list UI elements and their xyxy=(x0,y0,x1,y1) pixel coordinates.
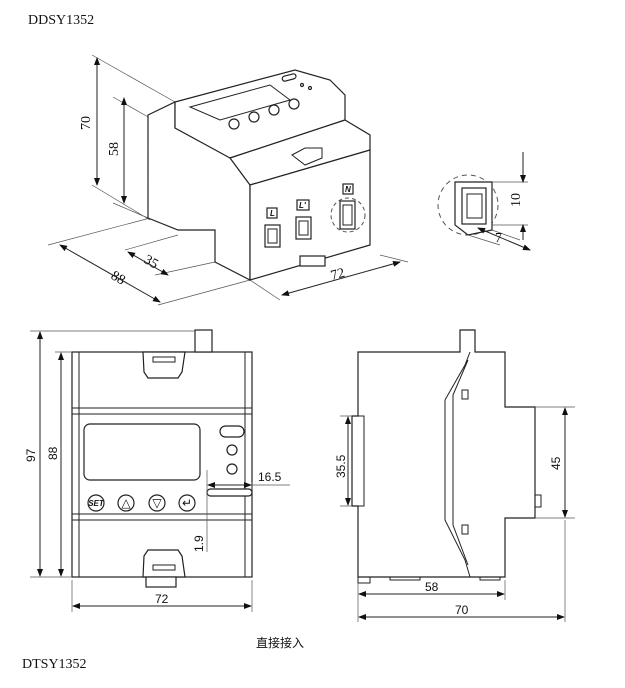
dim-10: 10 xyxy=(509,193,524,207)
caption-direct-connection: 直接接入 xyxy=(256,635,304,650)
svg-text:↵: ↵ xyxy=(182,496,192,510)
lcd-display xyxy=(83,423,201,481)
dim-88-front: 88 xyxy=(46,446,60,460)
terminal-L-prime: L' xyxy=(295,199,312,240)
top-model-title: DDSY1352 xyxy=(28,13,94,28)
dim-16-5: 16.5 xyxy=(258,470,282,484)
svg-text:▽: ▽ xyxy=(152,496,162,510)
dim-70: 70 xyxy=(79,116,94,130)
dim-45: 45 xyxy=(549,456,563,470)
bottom-model-title: DTSY1352 xyxy=(22,657,87,672)
svg-text:N: N xyxy=(345,185,351,194)
front-view: SET △ ▽ ↵ 97 88 72 16.5 1.9 xyxy=(24,329,290,612)
svg-text:L: L xyxy=(270,209,275,218)
terminal-detail: 10 7 xyxy=(437,152,531,251)
terminal-N: N xyxy=(330,183,366,233)
set-button: SET xyxy=(87,494,105,512)
dim-72-iso: 72 xyxy=(329,266,346,284)
down-button: ▽ xyxy=(148,494,166,512)
dim-97: 97 xyxy=(24,448,38,462)
dim-58: 58 xyxy=(107,142,122,156)
sealing-slot xyxy=(206,488,253,497)
indicator-window xyxy=(219,425,245,438)
up-button: △ xyxy=(117,494,135,512)
dim-1-9: 1.9 xyxy=(192,535,206,552)
dim-7: 7 xyxy=(495,231,502,246)
enter-button: ↵ xyxy=(178,494,196,512)
svg-text:L': L' xyxy=(299,201,307,210)
svg-text:△: △ xyxy=(121,496,131,510)
terminal-L: L xyxy=(264,207,281,248)
isometric-view: L L' N 70 58 88 35 72 xyxy=(47,54,409,306)
dim-72-front: 72 xyxy=(155,592,169,606)
dim-88: 88 xyxy=(108,268,128,288)
svg-text:SET: SET xyxy=(88,499,105,508)
dim-70-side: 70 xyxy=(455,603,469,617)
dim-58-side: 58 xyxy=(425,580,439,594)
dim-35: 35 xyxy=(141,252,161,272)
side-view: 35.5 45 58 70 xyxy=(334,329,575,622)
dim-35-5: 35.5 xyxy=(334,454,348,478)
